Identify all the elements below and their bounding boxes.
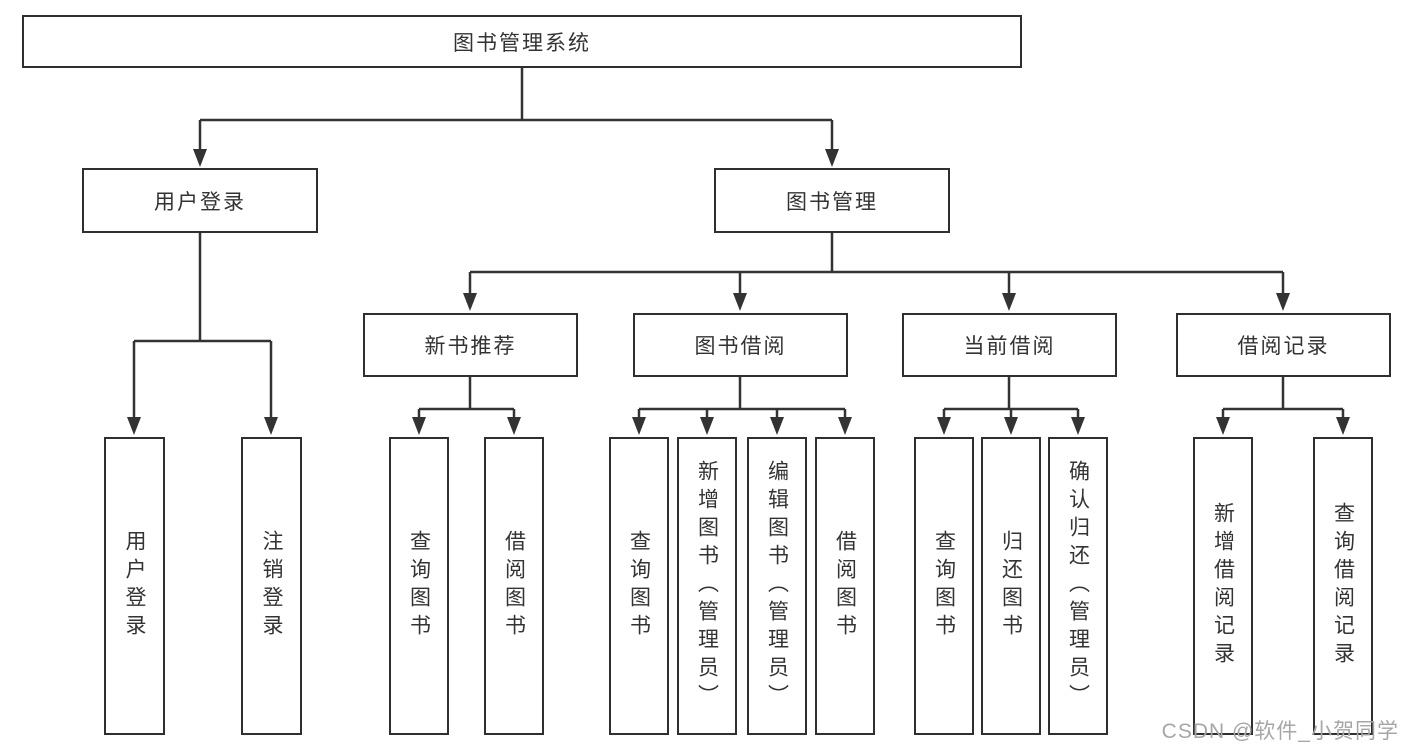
- arrowheads: [127, 149, 1350, 435]
- leaf-return-books: 归还图书: [981, 437, 1041, 735]
- node-book-management: 图书管理: [714, 168, 950, 233]
- leaf-borrow-books: 借阅图书: [815, 437, 875, 735]
- node-book-borrowing: 图书借阅: [633, 313, 848, 377]
- leaf-user-login: 用户登录: [104, 437, 165, 735]
- leaf-edit-books-admin: 编辑图书（管理员）: [747, 437, 807, 735]
- leaf-add-borrow-record: 新增借阅记录: [1193, 437, 1253, 735]
- node-new-book-recommendation: 新书推荐: [363, 313, 578, 377]
- leaf-query-books-current: 查询图书: [914, 437, 974, 735]
- leaf-confirm-return-admin: 确认归还（管理员）: [1048, 437, 1108, 735]
- leaf-borrow-books-newbook: 借阅图书: [484, 437, 544, 735]
- node-root-library-management-system: 图书管理系统: [22, 15, 1022, 68]
- node-user-login: 用户登录: [82, 168, 318, 233]
- leaf-add-books-admin: 新增图书（管理员）: [677, 437, 737, 735]
- leaf-query-books-borrow: 查询图书: [609, 437, 669, 735]
- node-current-borrowing: 当前借阅: [902, 313, 1117, 377]
- leaf-query-books-newbook: 查询图书: [389, 437, 449, 735]
- leaf-logout: 注销登录: [241, 437, 302, 735]
- node-borrowing-records: 借阅记录: [1176, 313, 1391, 377]
- csdn-watermark: CSDN @软件_小贺同学: [1161, 720, 1399, 743]
- leaf-query-borrow-record: 查询借阅记录: [1313, 437, 1373, 735]
